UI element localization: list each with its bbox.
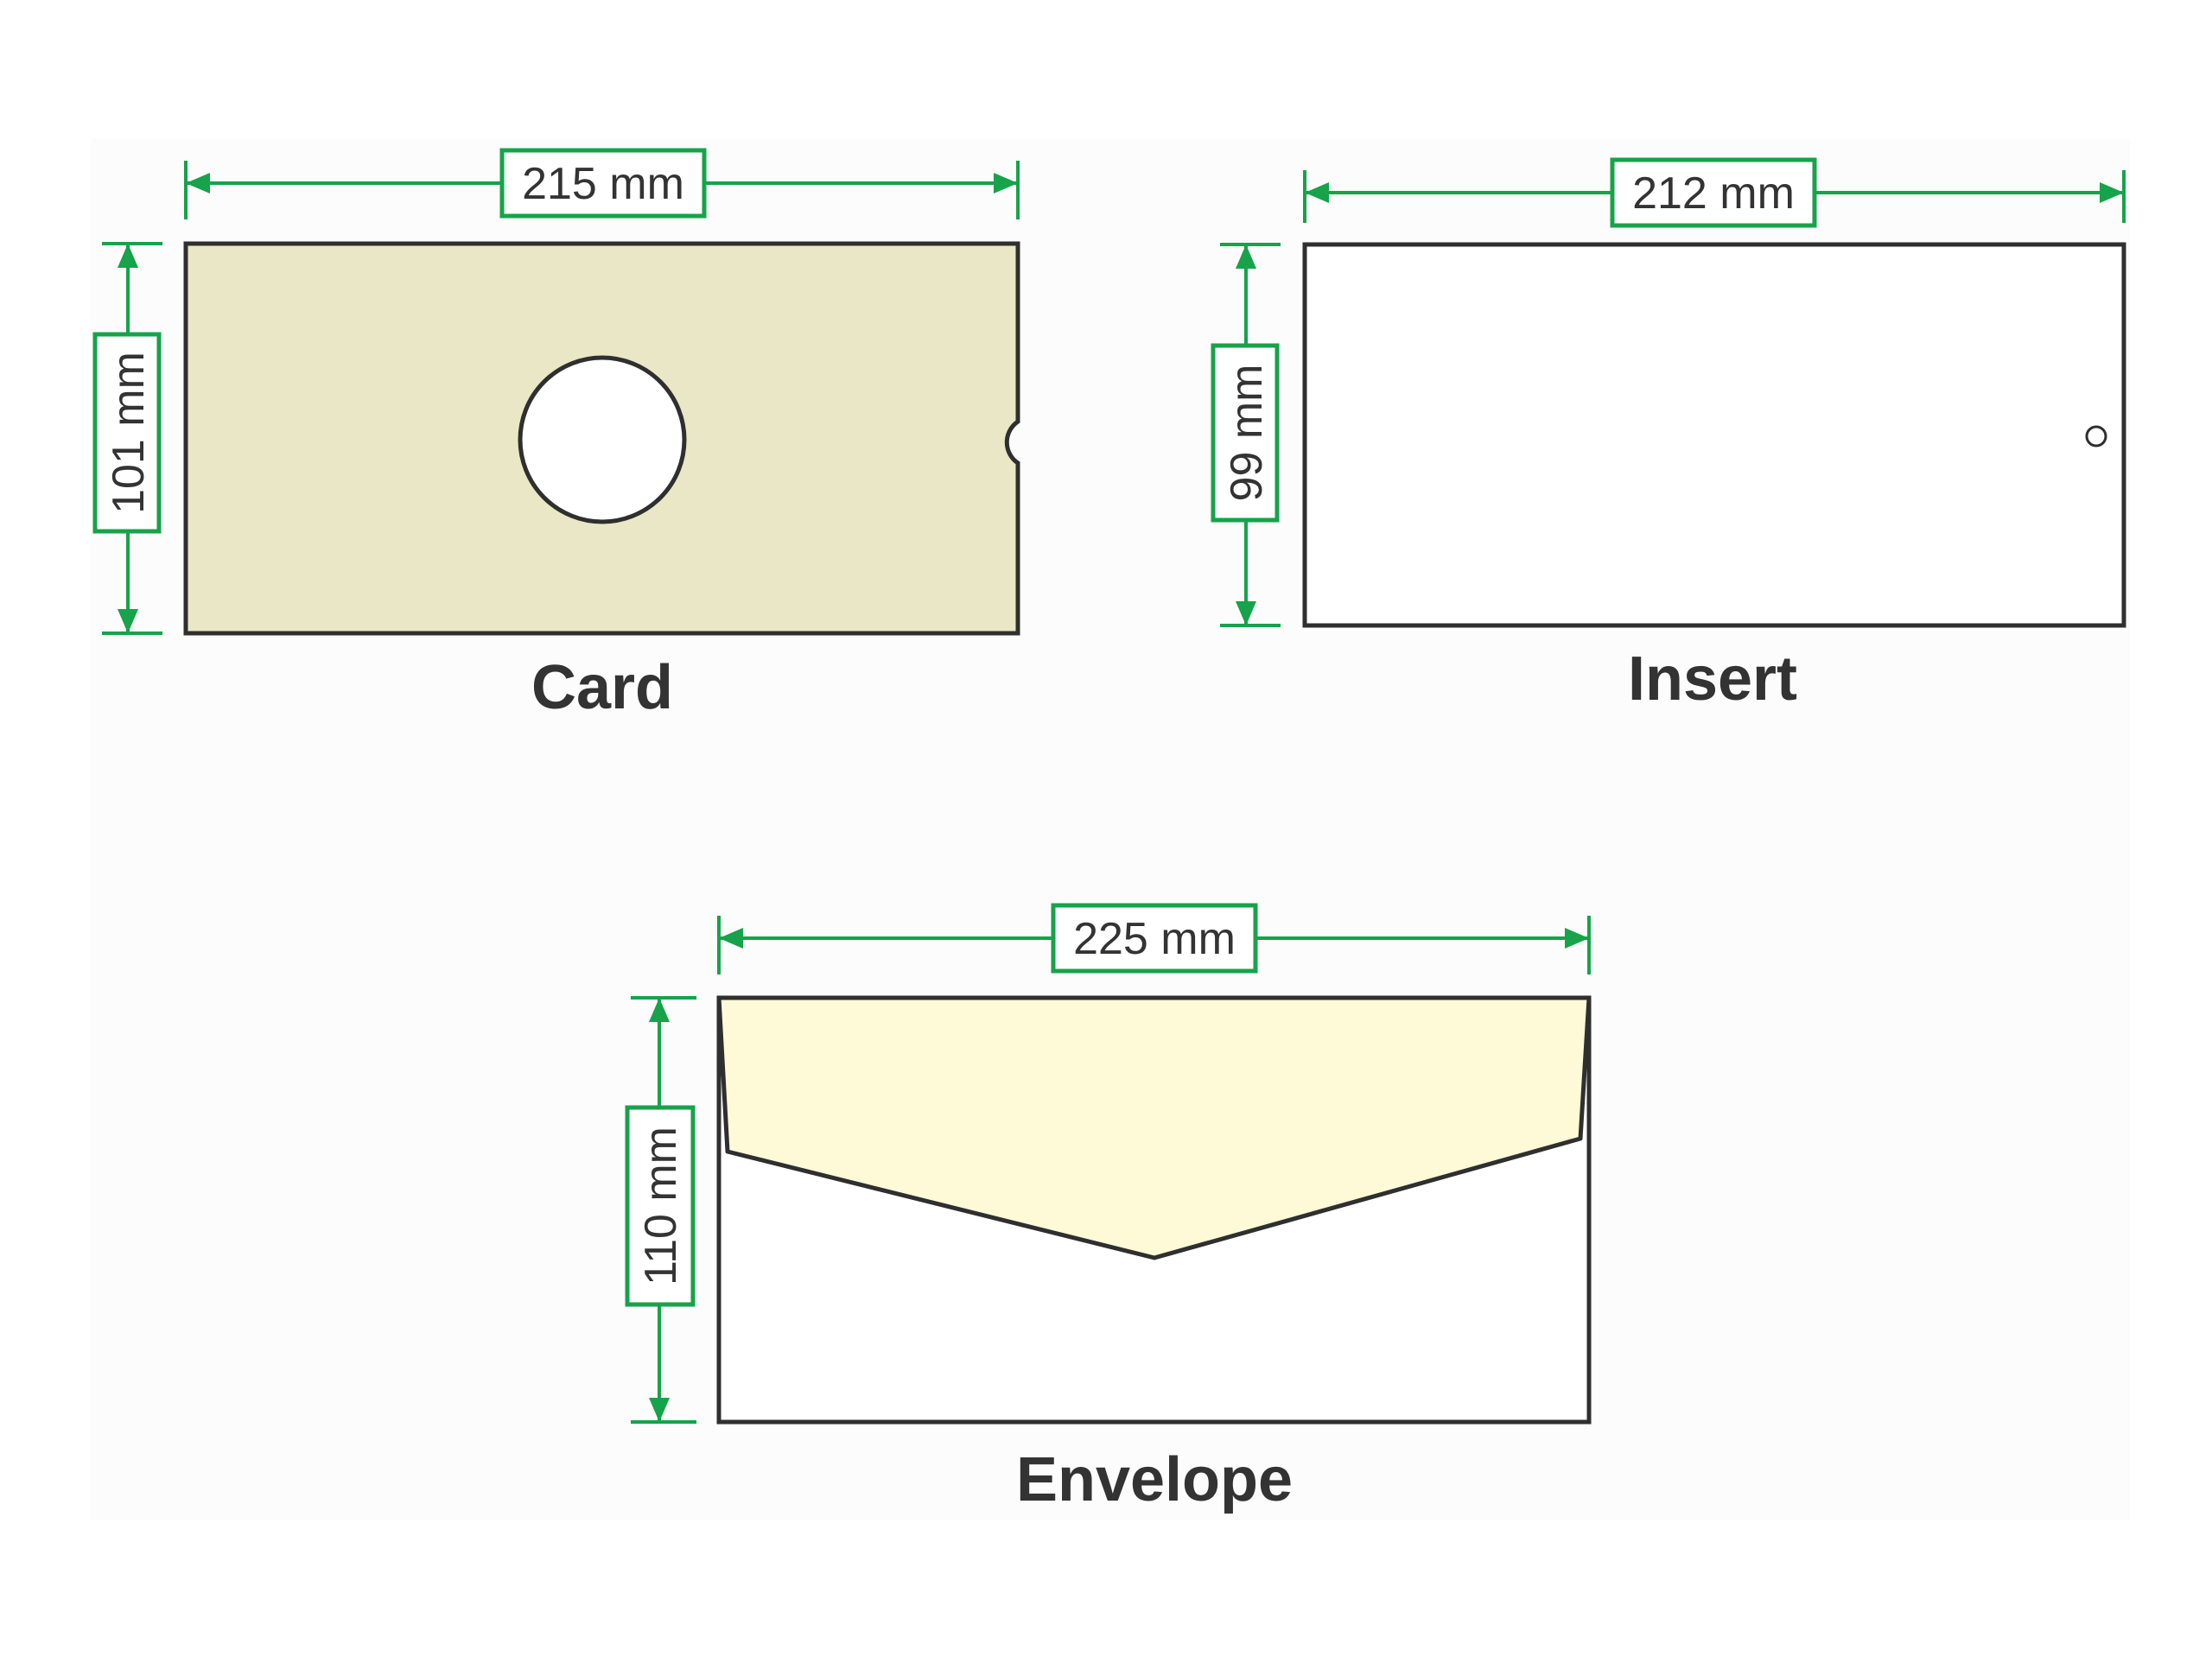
card-title: Card <box>531 653 673 722</box>
card-group: 215 mm 101 mm Card <box>92 148 1020 722</box>
insert-height-dimension: 99 mm <box>1211 243 1281 627</box>
insert-width-arrow-right <box>2100 182 2124 203</box>
card-height-label: 101 mm <box>104 352 154 514</box>
envelope-height-label-box <box>625 1105 696 1307</box>
envelope-width-arrow-right <box>1565 928 1589 949</box>
card-height-arrow-top <box>118 244 138 268</box>
card-width-arrow-right <box>994 173 1018 194</box>
insert-width-label-box <box>1610 157 1817 228</box>
card-width-label: 215 mm <box>522 159 684 209</box>
envelope-height-arrow-bottom <box>649 1398 670 1422</box>
card-width-dimension: 215 mm <box>184 148 1020 219</box>
insert-hole <box>2085 425 2107 447</box>
envelope-group: 225 mm 110 mm Envelope <box>625 903 1592 1514</box>
insert-width-dimension: 212 mm <box>1303 157 2126 228</box>
insert-width-arrow-left <box>1305 182 1329 203</box>
card-window-circle <box>518 355 687 524</box>
insert-height-arrow-top <box>1236 244 1256 269</box>
envelope-height-arrow-top <box>649 998 670 1022</box>
envelope-width-arrow-left <box>719 928 743 949</box>
envelope-title: Envelope <box>1016 1445 1293 1514</box>
insert-shape <box>1302 242 2126 628</box>
insert-height-label-box <box>1211 343 1280 523</box>
insert-group: 212 mm 99 mm Insert <box>1211 157 2126 714</box>
card-width-arrow-left <box>186 173 210 194</box>
envelope-width-label-box <box>1051 903 1258 974</box>
insert-height-arrow-bottom <box>1236 601 1256 625</box>
envelope-flap <box>716 995 1592 1260</box>
card-height-label-box <box>92 332 162 534</box>
envelope-height-dimension: 110 mm <box>625 996 696 1424</box>
card-width-label-box <box>499 148 707 219</box>
card-height-dimension: 101 mm <box>92 242 162 635</box>
insert-height-label: 99 mm <box>1222 365 1272 502</box>
envelope-width-label: 225 mm <box>1073 914 1236 964</box>
insert-width-label: 212 mm <box>1632 168 1795 219</box>
envelope-width-dimension: 225 mm <box>717 903 1591 974</box>
envelope-height-label: 110 mm <box>636 1127 686 1285</box>
insert-title: Insert <box>1628 644 1797 714</box>
card-height-arrow-bottom <box>118 609 138 633</box>
